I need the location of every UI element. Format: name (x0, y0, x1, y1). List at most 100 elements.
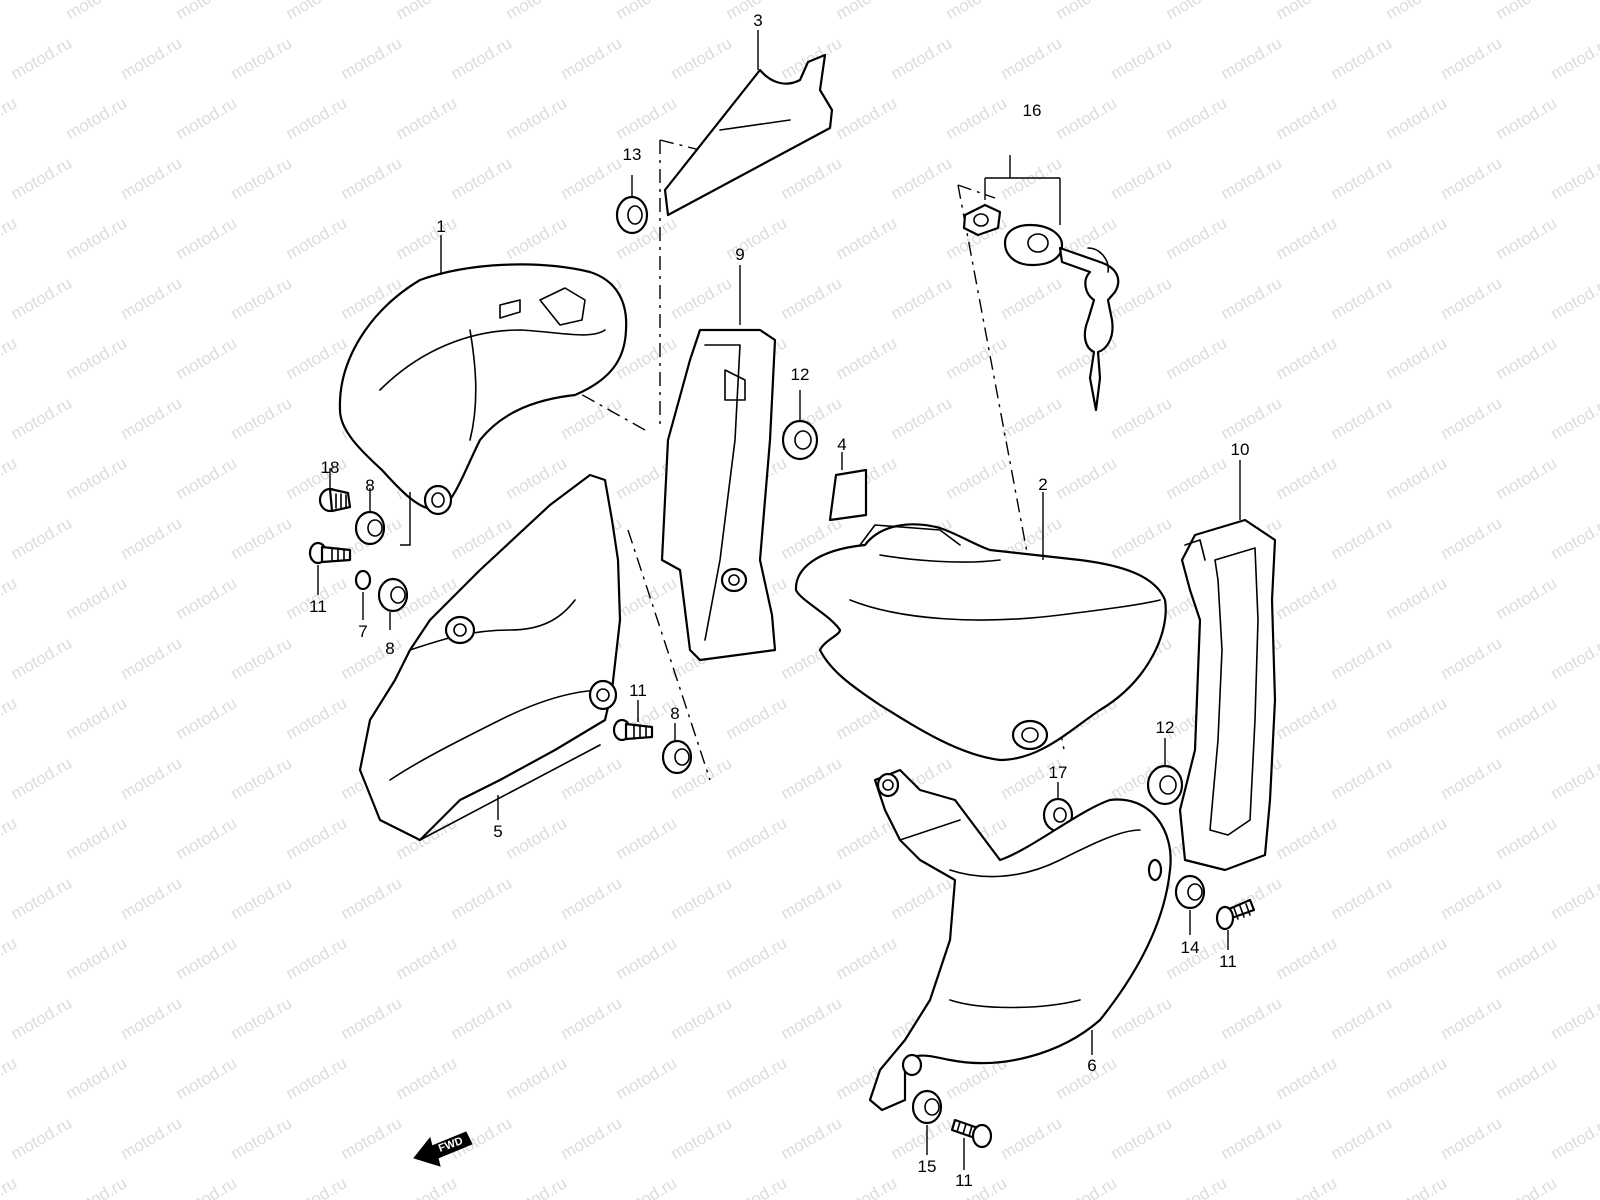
watermark-text: motod.ru (1383, 693, 1451, 743)
callout-17: 17 (1049, 763, 1068, 782)
watermark-text: motod.ru (448, 993, 516, 1043)
watermark-text: motod.ru (228, 993, 296, 1043)
watermark-text: motod.ru (1548, 1113, 1600, 1163)
watermark-text: motod.ru (8, 33, 76, 83)
part-11-bolt-bottom (950, 1118, 993, 1149)
watermark-text: motod.ru (1493, 0, 1561, 23)
watermark-text: motod.ru (1383, 1053, 1451, 1103)
watermark-text: motod.ru (723, 213, 791, 263)
watermark-text: motod.ru (0, 213, 20, 263)
watermark-text: motod.ru (723, 813, 791, 863)
watermark-text: motod.ru (888, 393, 956, 443)
watermark-text: motod.ru (503, 1173, 571, 1200)
part-4-label-tag (828, 468, 868, 522)
watermark-text: motod.ru (1108, 33, 1176, 83)
watermark-text: motod.ru (393, 933, 461, 983)
callout-15: 15 (918, 1157, 937, 1176)
watermark-text: motod.ru (228, 1113, 296, 1163)
watermark-text: motod.ru (778, 1113, 846, 1163)
watermark-text: motod.ru (1053, 453, 1121, 503)
watermark-text: motod.ru (63, 573, 131, 623)
watermark-text: motod.ru (943, 1173, 1011, 1200)
watermark-text: motod.ru (558, 753, 626, 803)
watermark-text: motod.ru (173, 693, 241, 743)
watermark-text: motod.ru (888, 873, 956, 923)
watermark-text: motod.ru (1383, 93, 1451, 143)
watermark-text: motod.ru (998, 273, 1066, 323)
watermark-text: motod.ru (63, 693, 131, 743)
watermark-text: motod.ru (1548, 153, 1600, 203)
watermark-text: motod.ru (173, 1173, 241, 1200)
watermark-text: motod.ru (1383, 1173, 1451, 1200)
watermark-text: motod.ru (503, 93, 571, 143)
watermark-text: motod.ru (1548, 993, 1600, 1043)
watermark-text: motod.ru (1548, 753, 1600, 803)
part-2-side-cover-right (794, 523, 1167, 762)
watermark-text: motod.ru (283, 93, 351, 143)
callout-labels: 3 13 1 9 16 12 4 10 2 18 8 11 7 8 11 8 5… (309, 11, 1249, 1190)
watermark-text: motod.ru (1493, 1173, 1561, 1200)
watermark-text: motod.ru (1548, 873, 1600, 923)
watermark-text: motod.ru (998, 1113, 1066, 1163)
part-10-rubber-frame (1178, 518, 1277, 872)
watermark-text: motod.ru (448, 153, 516, 203)
watermark-text: motod.ru (613, 933, 681, 983)
watermark-text: motod.ru (503, 933, 571, 983)
watermark-text: motod.ru (8, 393, 76, 443)
watermark-text: motod.ru (1383, 573, 1451, 623)
watermark-text: motod.ru (833, 93, 901, 143)
watermark-text: motod.ru (0, 813, 20, 863)
watermark-text: motod.ru (338, 1113, 406, 1163)
watermark-text: motod.ru (338, 153, 406, 203)
watermark-text: motod.ru (228, 753, 296, 803)
watermark-text: motod.ru (283, 1053, 351, 1103)
watermark-text: motod.ru (723, 1053, 791, 1103)
watermark-text: motod.ru (1163, 1053, 1231, 1103)
watermark-text: motod.ru (1108, 993, 1176, 1043)
watermark-text: motod.ru (8, 873, 76, 923)
watermark-text: motod.ru (1108, 393, 1176, 443)
watermark-text: motod.ru (228, 513, 296, 563)
watermark-text: motod.ru (998, 393, 1066, 443)
watermark-text: motod.ru (833, 213, 901, 263)
callout-9: 9 (735, 245, 744, 264)
watermark-text: motod.ru (1438, 993, 1506, 1043)
watermark-text: motod.ru (0, 0, 20, 23)
part-18-screw (318, 487, 352, 513)
watermark-text: motod.ru (1218, 1113, 1286, 1163)
watermark-text: motod.ru (8, 753, 76, 803)
part-15-bushing (911, 1089, 943, 1125)
watermark-text: motod.ru (338, 993, 406, 1043)
watermark-text: motod.ru (1053, 93, 1121, 143)
watermark-text: motod.ru (943, 0, 1011, 23)
watermark-text: motod.ru (613, 573, 681, 623)
watermark-text: motod.ru (943, 333, 1011, 383)
callout-2: 2 (1038, 475, 1047, 494)
watermark-text: motod.ru (998, 33, 1066, 83)
watermark-text: motod.ru (228, 33, 296, 83)
callout-11-bottom: 11 (955, 1171, 973, 1190)
callout-8-upper: 8 (365, 476, 374, 495)
watermark-text: motod.ru (1383, 333, 1451, 383)
watermark-text: motod.ru (888, 273, 956, 323)
watermark-text: motod.ru (1273, 0, 1341, 23)
part-8-bushing-upper (354, 510, 386, 546)
watermark-text: motod.ru (1493, 333, 1561, 383)
callout-10: 10 (1231, 440, 1250, 459)
watermark-text: motod.ru (0, 1053, 20, 1103)
watermark-text: motod.ru (833, 1173, 901, 1200)
watermark-text: motod.ru (338, 633, 406, 683)
watermark-text: motod.ru (1383, 453, 1451, 503)
watermark-text: motod.ru (393, 213, 461, 263)
watermark-text: motod.ru (118, 513, 186, 563)
watermark-text: motod.ru (1218, 153, 1286, 203)
callout-4: 4 (837, 435, 846, 454)
watermark-text: motod.ru (173, 813, 241, 863)
watermark-text: motod.ru (1438, 753, 1506, 803)
watermark-text: motod.ru (338, 873, 406, 923)
watermark-text: motod.ru (1218, 273, 1286, 323)
watermark-text: motod.ru (833, 933, 901, 983)
watermark-text: motod.ru (1493, 453, 1561, 503)
